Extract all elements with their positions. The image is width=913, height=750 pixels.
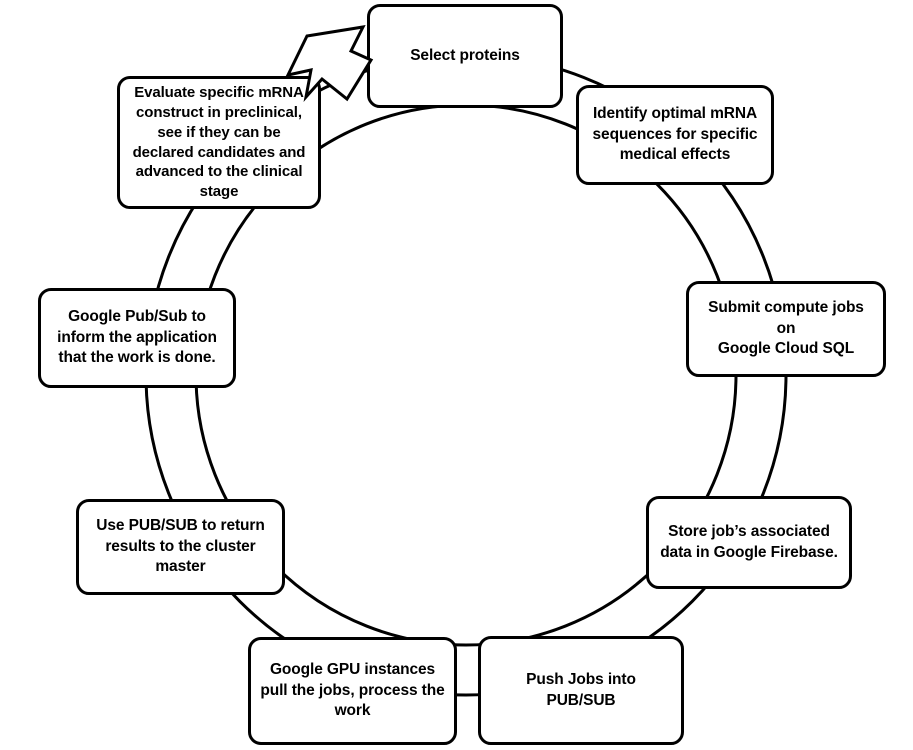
node-label: Google Pub/Sub to inform the application… — [57, 308, 217, 367]
node-submit-compute-jobs[interactable]: Submit compute jobs on Google Cloud SQL — [686, 281, 886, 377]
node-identify-optimal-mrna[interactable]: Identify optimal mRNA sequences for spec… — [576, 85, 774, 185]
node-label: Use PUB/SUB to return results to the clu… — [96, 517, 265, 576]
node-pubsub-inform-app[interactable]: Google Pub/Sub to inform the application… — [38, 288, 236, 388]
node-label: Identify optimal mRNA sequences for spec… — [592, 105, 758, 164]
node-label: Evaluate specific mRNA construct in prec… — [132, 84, 306, 201]
node-label: Submit compute jobs on Google Cloud SQL — [708, 299, 864, 358]
node-store-job-data[interactable]: Store job’s associated data in Google Fi… — [646, 496, 852, 589]
node-select-proteins[interactable]: Select proteins — [367, 4, 563, 108]
node-pubsub-return-results[interactable]: Use PUB/SUB to return results to the clu… — [76, 499, 285, 595]
node-evaluate-mrna-construct[interactable]: Evaluate specific mRNA construct in prec… — [117, 76, 321, 209]
node-label: Select proteins — [410, 46, 520, 64]
node-label: Store job’s associated data in Google Fi… — [660, 523, 838, 561]
node-label: Push Jobs into PUB/SUB — [526, 671, 636, 709]
node-push-jobs-pubsub[interactable]: Push Jobs into PUB/SUB — [478, 636, 684, 745]
node-gpu-pull-jobs[interactable]: Google GPU instances pull the jobs, proc… — [248, 637, 457, 745]
node-label: Google GPU instances pull the jobs, proc… — [260, 661, 445, 720]
